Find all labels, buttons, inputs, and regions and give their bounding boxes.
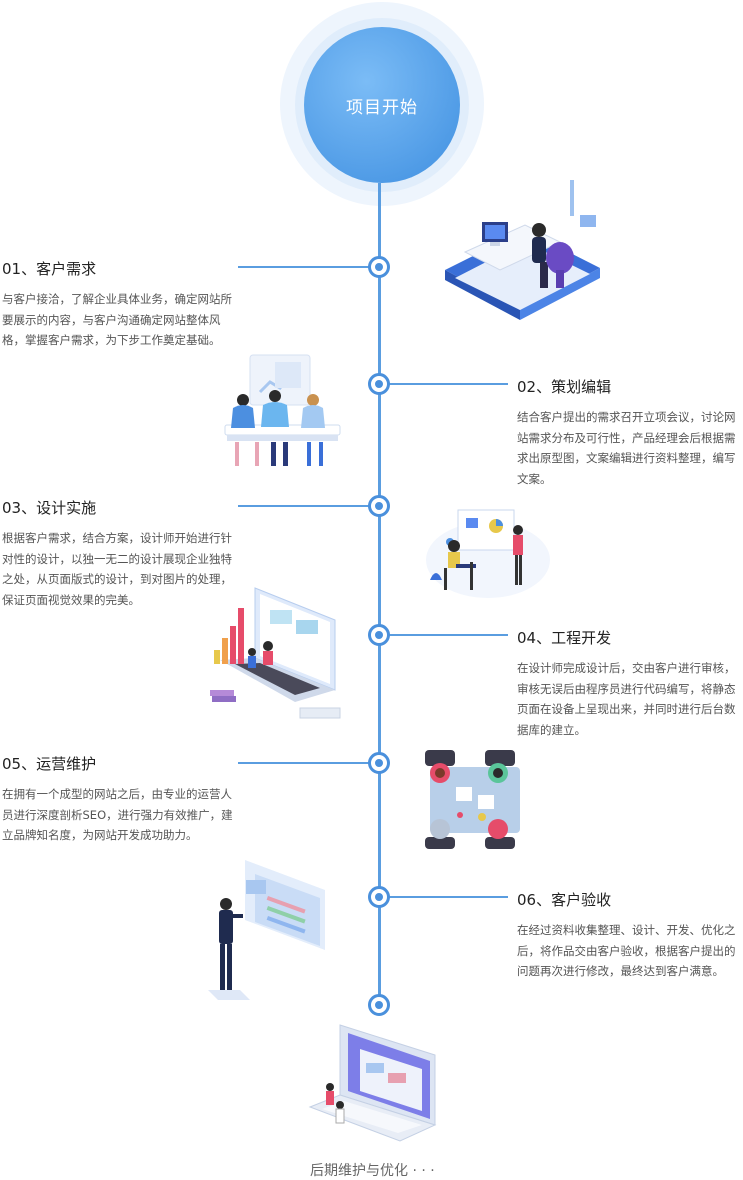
step-6: 06、客户验收 在经过资料收集整理、设计、开发、优化之后，将作品交由客户验收，根… [517,889,743,982]
step-2-title: 02、策划编辑 [517,378,612,396]
step-1-desc: 与客户接洽，了解企业具体业务，确定网站所要展示的内容，与客户沟通确定网站整体风格… [2,292,232,347]
step-3-desc: 根据客户需求，结合方案，设计师开始进行针对性的设计，以独一无二的设计展现企业独特… [2,531,232,607]
step-1-title: 01、客户需求 [2,260,97,278]
step-5: 05、运营维护 在拥有一个成型的网站之后，由专业的运营人员进行深度剖析SEO，进… [2,753,238,846]
connector-3 [238,505,372,507]
step-4: 04、工程开发 在设计师完成设计后，交由客户进行审核，审核无误后由程序员进行代码… [517,627,743,740]
timeline-node-2 [368,373,390,395]
team-table-illustration [425,750,520,849]
connector-1 [238,266,372,268]
start-label: 项目开始 [346,97,418,118]
design-presentation-illustration [426,509,550,598]
step-5-desc: 在拥有一个成型的网站之后，由专业的运营人员进行深度剖析SEO，进行强力有效推广，… [2,787,233,842]
timeline-node-4 [368,624,390,646]
timeline-line [378,183,381,1013]
timeline-node-5 [368,752,390,774]
step-6-title: 06、客户验收 [517,891,612,909]
step-2-desc: 结合客户提出的需求召开立项会议，讨论网站需求分布及可行性，产品经理会后根据需求出… [517,410,736,486]
team-meeting-illustration [224,354,341,466]
laptop-development-illustration [210,587,341,719]
connector-4 [388,634,508,636]
step-4-desc: 在设计师完成设计后，交由客户进行审核，审核无误后由程序员进行代码编写，将静态页面… [517,661,736,737]
timeline-node-6 [368,886,390,908]
step-5-title: 05、运营维护 [2,755,97,773]
timeline-node-3 [368,495,390,517]
footer-label: 后期维护与优化 · · · [310,1163,435,1179]
presenter-screen-illustration [208,860,325,1000]
start-circle: 项目开始 [304,27,460,183]
office-desk-illustration [445,180,600,320]
step-4-title: 04、工程开发 [517,629,612,647]
timeline-node-end [368,994,390,1016]
step-2: 02、策划编辑 结合客户提出的需求召开立项会议，讨论网站需求分布及可行性，产品经… [517,376,743,489]
connector-6 [388,896,508,898]
connector-5 [238,762,372,764]
connector-2 [388,383,508,385]
step-3: 03、设计实施 根据客户需求，结合方案，设计师开始进行针对性的设计，以独一无二的… [2,497,232,610]
step-6-desc: 在经过资料收集整理、设计、开发、优化之后，将作品交由客户验收，根据客户提出的问题… [517,923,736,978]
step-3-title: 03、设计实施 [2,499,97,517]
timeline-node-1 [368,256,390,278]
step-1: 01、客户需求 与客户接洽，了解企业具体业务，确定网站所要展示的内容，与客户沟通… [2,258,232,351]
laptop-final-illustration [308,1024,437,1142]
